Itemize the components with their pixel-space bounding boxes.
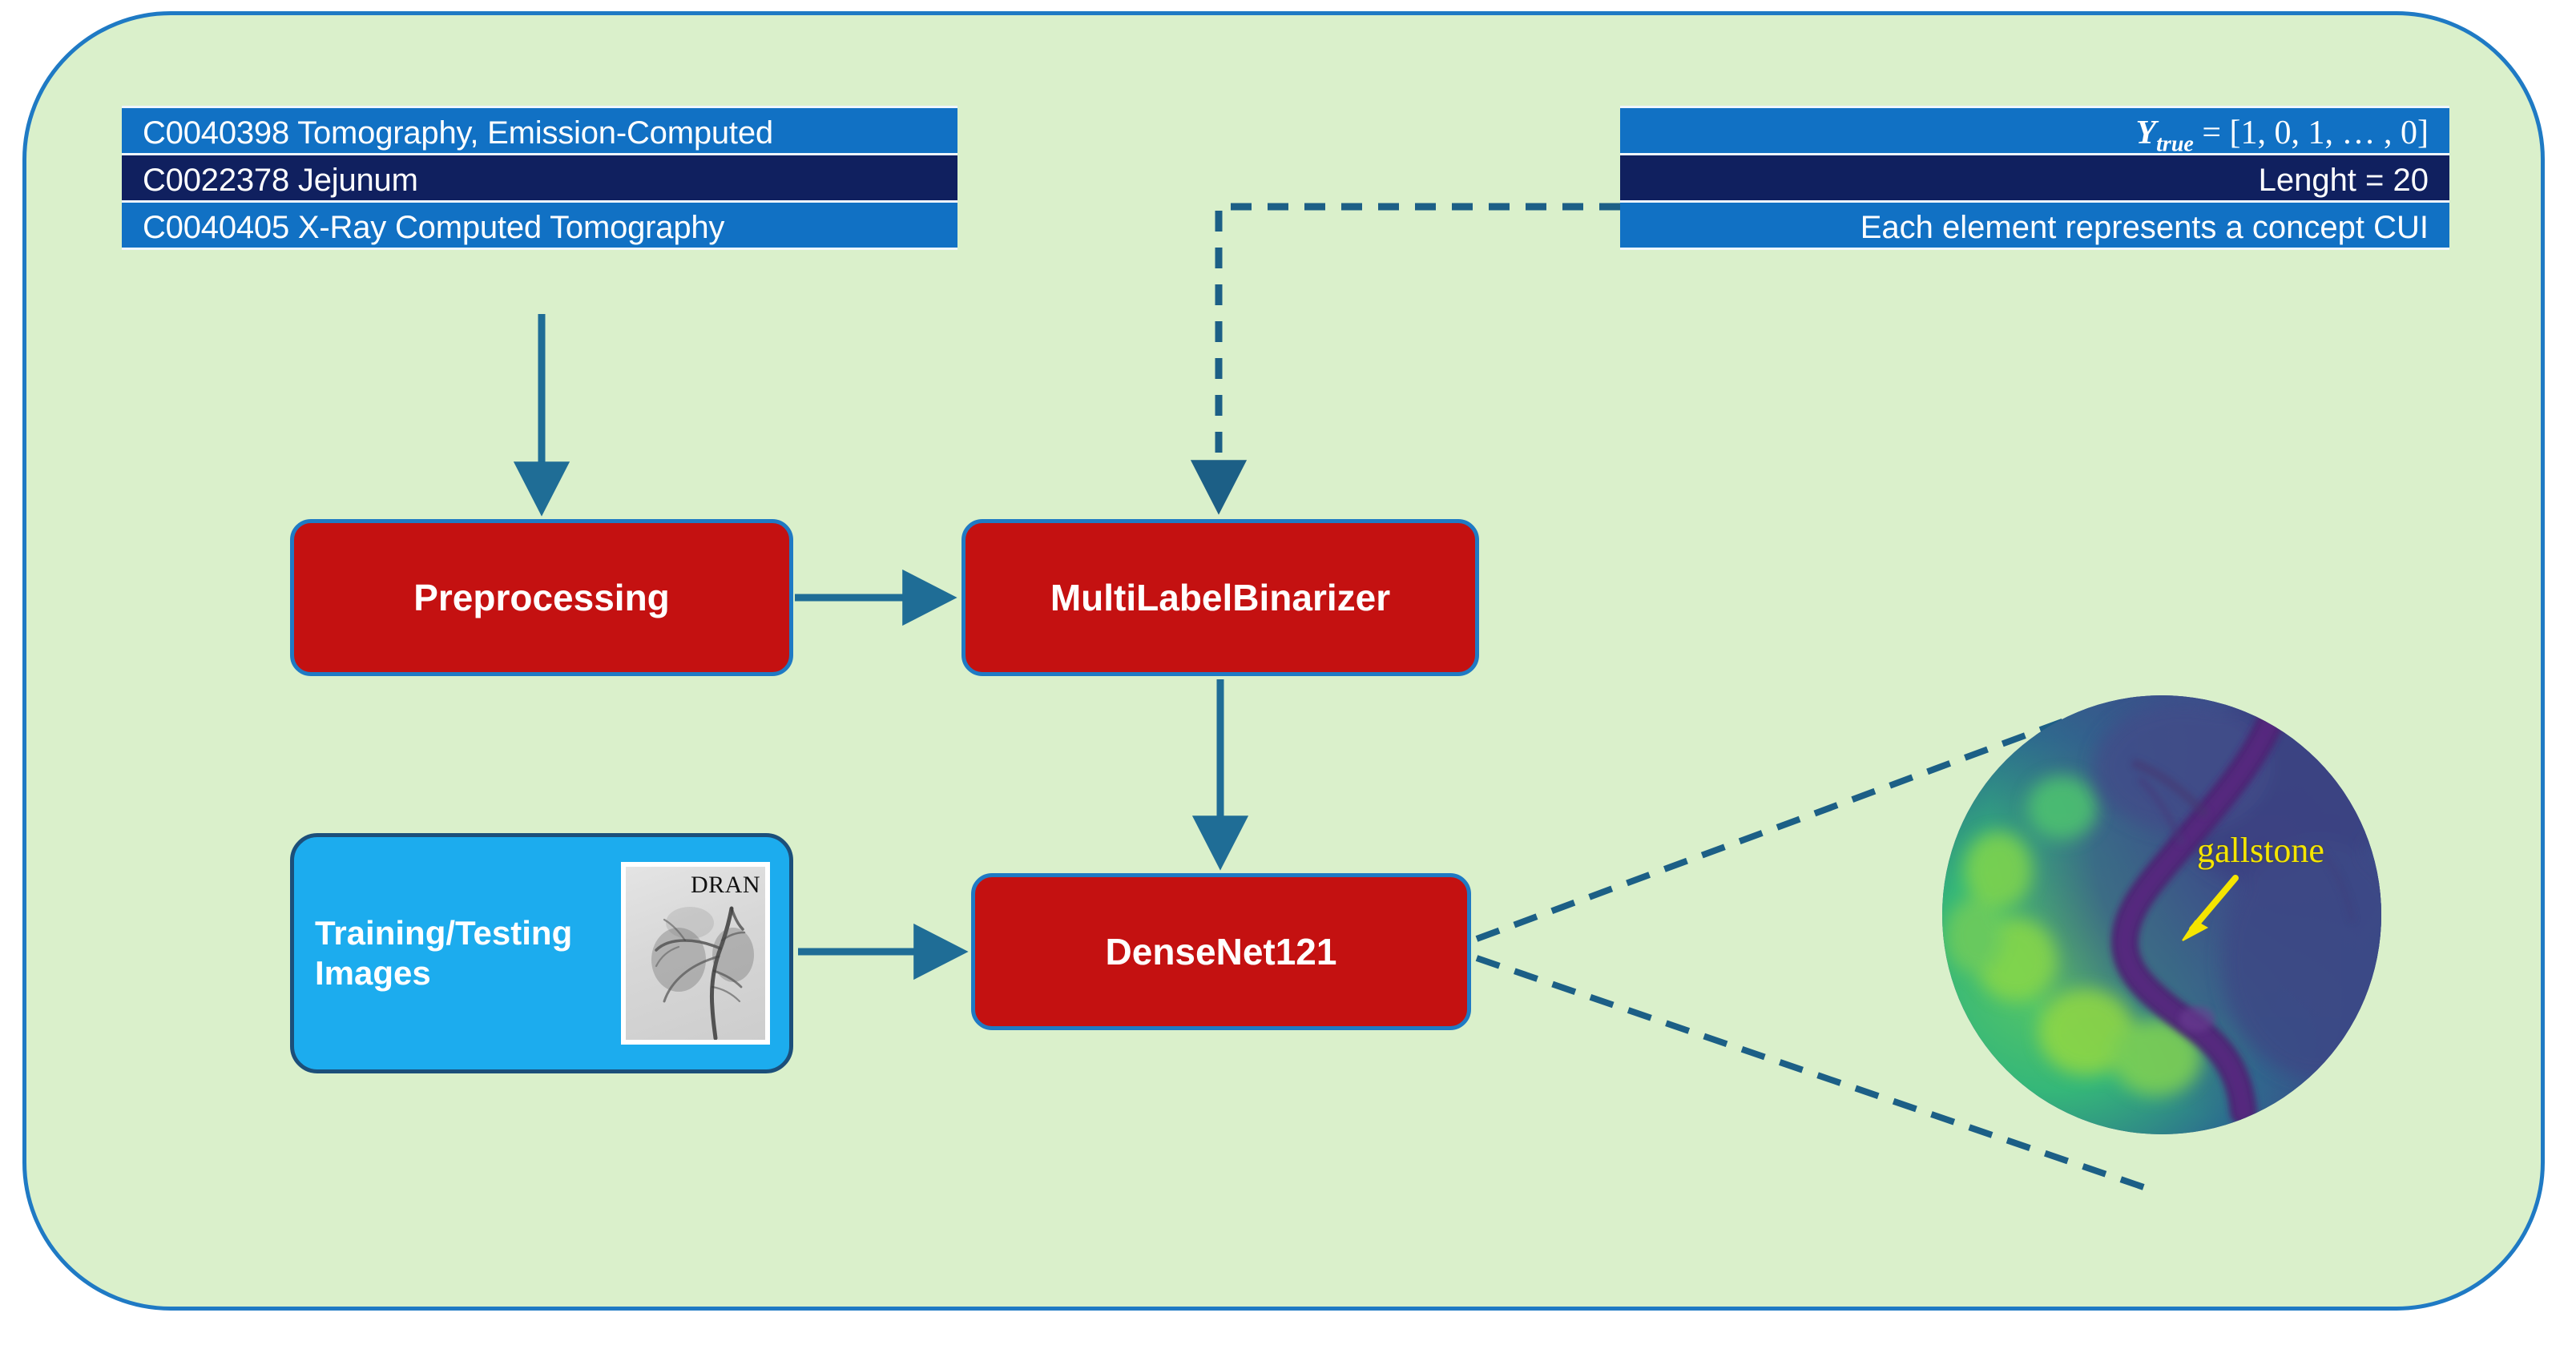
gallstone-annotation-label: gallstone — [2197, 831, 2324, 870]
label-vector-info-box: Ytrue = [1, 0, 1, … , 0] Lenght = 20 Eac… — [1620, 106, 2449, 250]
y-true-formula: Ytrue = [1, 0, 1, … , 0] — [2135, 115, 2429, 157]
cui-row[interactable]: C0040405 X-Ray Computed Tomography — [122, 200, 957, 250]
training-testing-images-box[interactable]: Training/Testing Images — [290, 833, 793, 1073]
label-length-row: Lenght = 20 — [1620, 153, 2449, 203]
magnified-medical-image: gallstone — [1942, 695, 2381, 1134]
dran-caption: DRAN — [690, 872, 760, 898]
dran-thumbnail: DRAN — [621, 862, 770, 1045]
label-description-row: Each element represents a concept CUI — [1620, 200, 2449, 250]
cui-row[interactable]: C0022378 Jejunum — [122, 153, 957, 203]
training-label-line2: Images — [315, 954, 431, 992]
cui-row[interactable]: C0040398 Tomography, Emission-Computed — [122, 106, 957, 155]
densenet121-box[interactable]: DenseNet121 — [971, 873, 1471, 1030]
preprocessing-box[interactable]: Preprocessing — [290, 519, 793, 676]
cui-concept-list: C0040398 Tomography, Emission-Computed C… — [122, 106, 957, 250]
label-vector-row: Ytrue = [1, 0, 1, … , 0] — [1620, 106, 2449, 157]
training-testing-images-label: Training/Testing Images — [315, 913, 607, 993]
dran-thumbnail-image: DRAN — [626, 867, 765, 1040]
angiography-vessels-graphic — [651, 906, 754, 1040]
gallstone-arrow — [2182, 875, 2239, 941]
training-label-line1: Training/Testing — [315, 914, 573, 952]
viridis-radiograph-graphic — [1942, 695, 2381, 1134]
multilabelbinarizer-box[interactable]: MultiLabelBinarizer — [961, 519, 1479, 676]
